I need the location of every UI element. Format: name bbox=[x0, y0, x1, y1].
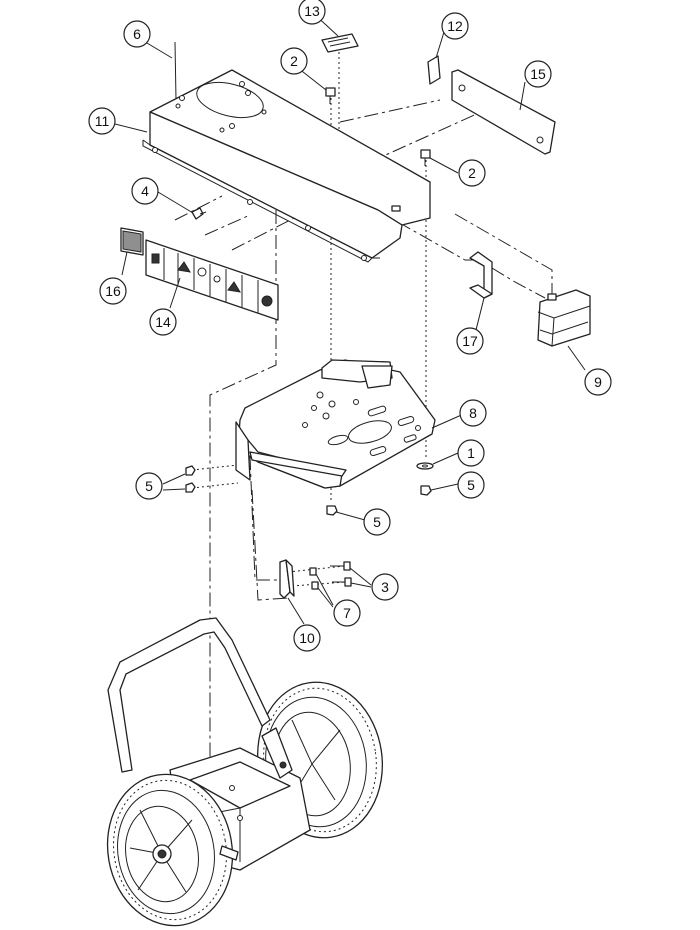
part-8-deck-plate bbox=[235, 359, 436, 489]
callout-2-right-label: 2 bbox=[468, 165, 476, 181]
callout-9-label: 9 bbox=[594, 374, 602, 390]
callout-17: 17 bbox=[456, 327, 484, 355]
callout-14-label: 14 bbox=[155, 314, 171, 330]
callout-5-right-label: 5 bbox=[467, 477, 475, 493]
callout-14: 14 bbox=[149, 308, 177, 336]
part-10-bracket-plate bbox=[279, 559, 295, 599]
part-16-label bbox=[120, 227, 144, 256]
part-11-housing bbox=[142, 69, 431, 263]
callout-leaders bbox=[114, 11, 586, 625]
callout-2-top: 2 bbox=[280, 47, 308, 75]
callout-7-label: 7 bbox=[343, 605, 351, 621]
callout-2-right: 2 bbox=[458, 159, 486, 187]
callout-1: 1 bbox=[457, 439, 485, 467]
callout-17-label: 17 bbox=[462, 333, 478, 349]
part-2-bolt-right bbox=[420, 149, 431, 166]
callout-3-label: 3 bbox=[381, 579, 389, 595]
callout-16-label: 16 bbox=[105, 283, 121, 299]
callout-15-label: 15 bbox=[530, 66, 546, 82]
callout-16: 16 bbox=[99, 277, 127, 305]
callout-6-label: 6 bbox=[133, 26, 141, 42]
callout-12: 12 bbox=[441, 12, 469, 40]
part-13-label bbox=[321, 33, 359, 53]
callout-8-label: 8 bbox=[469, 405, 477, 421]
part-12-plate bbox=[427, 55, 441, 85]
part-2-bolt-top bbox=[325, 87, 336, 104]
callout-3: 3 bbox=[371, 573, 399, 601]
part-7-nuts bbox=[309, 567, 319, 590]
callout-5-center-label: 5 bbox=[373, 514, 381, 530]
callout-11: 11 bbox=[88, 107, 116, 135]
part-14-warning-decal bbox=[145, 239, 279, 321]
callout-11-label: 11 bbox=[95, 113, 110, 129]
callout-8: 8 bbox=[459, 399, 487, 427]
part-5-nuts bbox=[185, 465, 432, 516]
part-6-rod bbox=[174, 41, 177, 101]
callout-4: 4 bbox=[131, 177, 159, 205]
callout-5-right: 5 bbox=[457, 471, 485, 499]
part-3-bolts bbox=[330, 561, 352, 587]
callout-2-top-label: 2 bbox=[290, 53, 298, 69]
part-15-strip bbox=[451, 69, 556, 155]
part-4-screw bbox=[191, 207, 207, 220]
callout-13-label: 13 bbox=[304, 3, 320, 19]
callout-15: 15 bbox=[524, 60, 552, 88]
callout-1-label: 1 bbox=[467, 445, 475, 461]
callout-10-label: 10 bbox=[299, 630, 315, 646]
callout-4-label: 4 bbox=[141, 183, 149, 199]
callout-7: 7 bbox=[333, 599, 361, 627]
callout-10: 10 bbox=[293, 624, 321, 652]
callout-9: 9 bbox=[584, 368, 612, 396]
callout-12-label: 12 bbox=[447, 18, 463, 34]
callout-13: 13 bbox=[298, 0, 326, 25]
callout-5-left: 5 bbox=[135, 472, 163, 500]
part-9-end-cap bbox=[537, 289, 591, 347]
part-17-bracket bbox=[469, 251, 493, 299]
callout-5-center: 5 bbox=[363, 508, 391, 536]
part-1-washer bbox=[416, 462, 434, 470]
callout-5-left-label: 5 bbox=[145, 478, 153, 494]
callout-6: 6 bbox=[123, 20, 151, 48]
wheel-cart bbox=[106, 617, 383, 927]
